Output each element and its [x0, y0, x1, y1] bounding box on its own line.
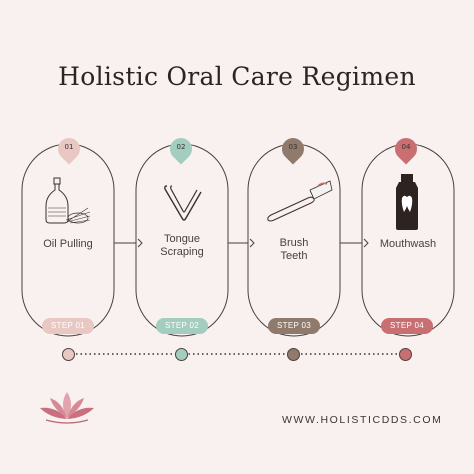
step-2-label: Tongue Scraping — [136, 233, 228, 259]
oil-bottle-icon — [45, 177, 91, 224]
step-3-label-line2: Teeth — [280, 250, 308, 262]
step-2-label-line2: Scraping — [160, 246, 204, 258]
timeline-dot-2 — [175, 348, 188, 361]
step-1-label-line1: Oil Pulling — [43, 238, 93, 250]
step-4-label-line1: Mouthwash — [379, 238, 437, 250]
step-3-number: 03 — [288, 143, 298, 151]
page-title: Holistic Oral Care Regimen — [58, 62, 416, 91]
timeline-dot-1 — [62, 348, 75, 361]
lotus-logo — [40, 392, 94, 424]
mouthwash-bottle-icon — [396, 174, 418, 230]
step-3-pill: STEP 03 — [268, 318, 320, 334]
timeline-dot-4 — [399, 348, 412, 361]
step-4-pill: STEP 04 — [381, 318, 433, 334]
step-1-label: Oil Pulling — [22, 238, 114, 251]
step-2-number: 02 — [176, 143, 186, 151]
step-3-label: Brush Teeth — [248, 237, 340, 263]
step-1-number: 01 — [64, 143, 74, 151]
toothbrush-icon — [267, 180, 333, 222]
step-2-pill: STEP 02 — [156, 318, 208, 334]
step-1-pill: STEP 01 — [42, 318, 94, 334]
step-4-label: Mouthwash — [362, 238, 454, 251]
website-url[interactable]: WWW.HOLISTICDDS.COM — [282, 414, 443, 426]
step-4-number: 04 — [401, 143, 411, 151]
step-2-label-line1: Tongue — [163, 233, 201, 245]
step-3-label-line1: Brush — [279, 237, 309, 249]
tongue-scraper-icon — [164, 185, 202, 221]
timeline-dot-3 — [287, 348, 300, 361]
